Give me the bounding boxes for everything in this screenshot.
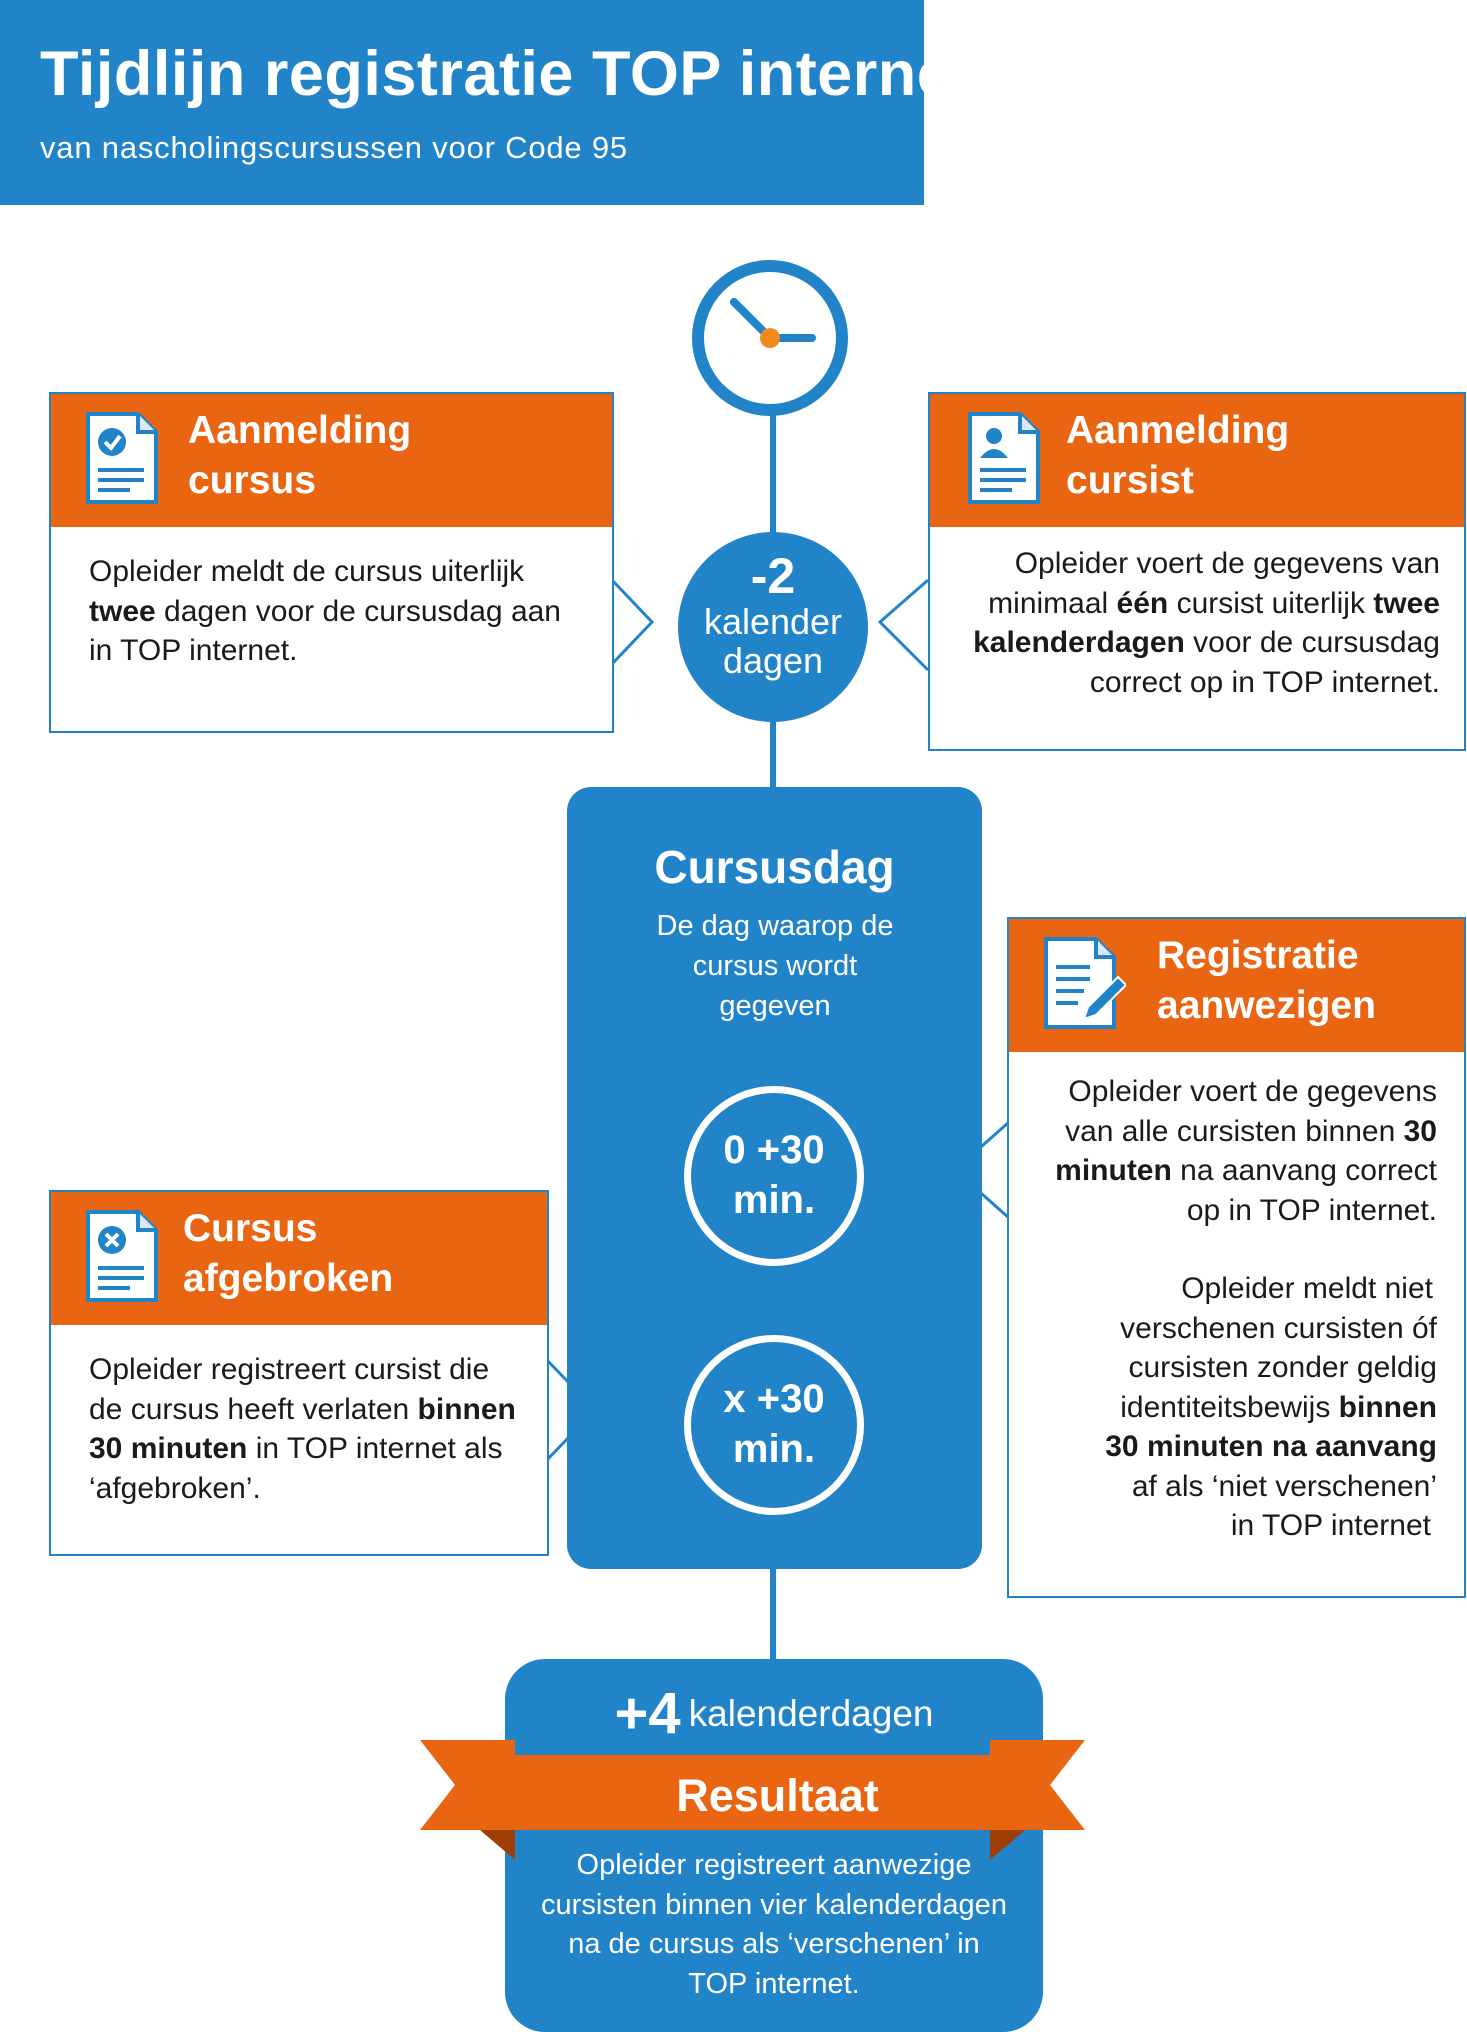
desc-line: gegeven — [719, 990, 831, 1022]
milestone-label-line2: dagen — [722, 640, 824, 681]
body-line: af als ‘niet verschenen’ — [1131, 1469, 1437, 1503]
milestone-x-plus-30-min: x +30 min. — [684, 1335, 864, 1515]
panel-cursus-afgebroken: Cursus afgebroken Opleider registreert c… — [49, 1190, 549, 1556]
panel-aanmelding-cursist: Aanmelding cursist Opleider voert de geg… — [928, 392, 1466, 751]
panel-body: Opleider registreert cursist die de curs… — [89, 1350, 539, 1508]
result-line: Opleider registreert aanwezige — [576, 1849, 972, 1881]
panel-title-line1: Aanmelding — [188, 409, 412, 452]
body-line: twee dagen voor de cursusdag aan — [89, 594, 561, 628]
body-line: verschenen cursisten óf — [1120, 1311, 1437, 1345]
page-subtitle: van nascholingscursussen voor Code 95 — [40, 130, 628, 165]
panel-title-line2: afgebroken — [183, 1257, 394, 1300]
panel-body-part2: Opleider meldt niet verschenen cursisten… — [1019, 1269, 1437, 1546]
panel-title-line1: Cursus — [183, 1207, 318, 1250]
panel-body: Opleider meldt de cursus uiterlijk twee … — [89, 552, 589, 671]
desc-line: cursus wordt — [692, 950, 858, 982]
body-line: minuten na aanvang correct — [1055, 1154, 1437, 1187]
milestone-minus-2-days: -2 kalender dagen — [678, 532, 868, 722]
body-line: ‘afgebroken’. — [89, 1471, 261, 1505]
result-line: na de cursus als ‘verschenen’ in — [568, 1928, 980, 1960]
body-line: cursisten zonder geldig — [1128, 1351, 1437, 1384]
panel-header: Aanmelding cursus — [51, 394, 612, 527]
panel-body-part1: Opleider voert de gegevens van alle curs… — [1019, 1072, 1437, 1230]
desc-line: De dag waarop de — [656, 910, 894, 942]
body-line: in TOP internet — [1230, 1509, 1431, 1542]
body-line: minimaal één cursist uiterlijk twee — [988, 586, 1440, 620]
panel-registratie-aanwezigen: Registratie aanwezigen Opleider voert de… — [1007, 917, 1466, 1598]
panel-header: Aanmelding cursist — [930, 394, 1464, 527]
milestone-0-plus-30-min: 0 +30 min. — [684, 1086, 864, 1266]
result-days-unit: kalenderdagen — [688, 1692, 934, 1734]
ring-line: 0 +30 — [723, 1128, 825, 1172]
result-text: Opleider registreert aanwezige cursisten… — [520, 1846, 1028, 2004]
body-line: 30 minuten in TOP internet als — [89, 1432, 503, 1465]
document-person-icon — [968, 412, 1040, 504]
result-ribbon — [420, 1740, 1085, 1860]
panel-header: Cursus afgebroken — [51, 1192, 547, 1325]
panel-title-line2: cursist — [1066, 459, 1194, 502]
cursusdag-description: De dag waarop de cursus wordt gegeven — [620, 906, 930, 1026]
body-line: op in TOP internet. — [1186, 1193, 1437, 1227]
cursusdag-title: Cursusdag — [654, 841, 895, 893]
body-line: Opleider voert de gegevens — [1068, 1075, 1437, 1108]
header-banner — [0, 0, 924, 205]
result-label: Resultaat — [676, 1770, 879, 1821]
milestone-value: -2 — [750, 548, 796, 604]
result-line: cursisten binnen vier kalenderdagen — [541, 1888, 1007, 1921]
clock-icon — [692, 260, 848, 416]
body-line: correct op in TOP internet. — [1089, 665, 1440, 699]
body-line: 30 minuten na aanvang — [1105, 1430, 1437, 1463]
panel-title-line1: Registratie — [1157, 934, 1359, 977]
ring-line: min. — [732, 1178, 816, 1222]
result-box — [505, 1659, 1043, 2032]
panel-title-line1: Aanmelding — [1066, 409, 1290, 452]
panel-header: Registratie aanwezigen — [1009, 919, 1464, 1052]
page-title: Tijdlijn registratie TOP internet — [40, 39, 974, 109]
document-cross-icon — [86, 1210, 158, 1302]
document-check-icon — [86, 412, 158, 504]
panel-title-line2: aanwezigen — [1157, 984, 1376, 1027]
ring-line: x +30 — [723, 1377, 825, 1421]
milestone-label-line1: kalender — [703, 601, 843, 642]
body-line: identiteitsbewijs binnen — [1120, 1390, 1437, 1424]
panel-aanmelding-cursus: Aanmelding cursus Opleider meldt de curs… — [49, 392, 614, 733]
body-line: Opleider meldt niet — [1181, 1272, 1433, 1305]
document-pencil-icon — [1044, 937, 1126, 1029]
result-line: TOP internet. — [688, 1967, 860, 2000]
body-line: Opleider meldt de cursus uiterlijk — [89, 555, 525, 588]
ring-line: min. — [732, 1427, 816, 1471]
body-line: Opleider voert de gegevens van — [1014, 547, 1440, 580]
body-line: in TOP internet. — [89, 634, 298, 667]
panel-title-line2: cursus — [188, 459, 316, 502]
body-line: de cursus heeft verlaten binnen — [89, 1392, 516, 1426]
body-line: van alle cursisten binnen 30 — [1065, 1114, 1437, 1148]
panel-body: Opleider voert de gegevens van minimaal … — [940, 544, 1440, 702]
result-days-value: +4 — [614, 1681, 681, 1746]
body-line: Opleider registreert cursist die — [89, 1353, 490, 1386]
body-line: kalenderdagen voor de cursusdag — [973, 626, 1440, 659]
